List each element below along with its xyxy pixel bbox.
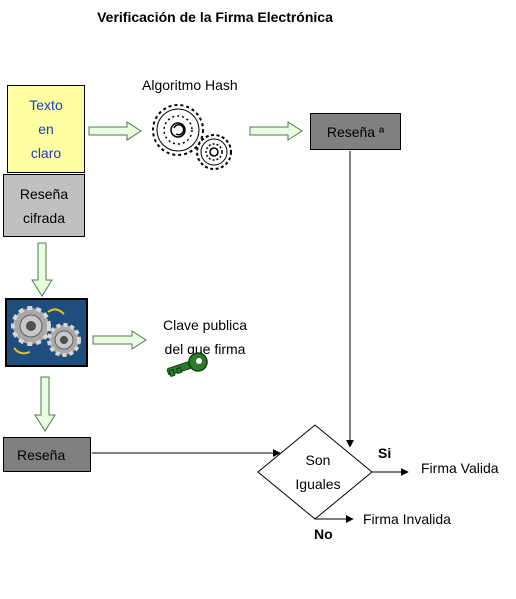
resena-label: Reseña <box>17 446 66 463</box>
no-label: No <box>314 526 333 542</box>
son-iguales-line-2: Iguales <box>295 476 341 492</box>
clave-publica-line-1: Clave publica <box>162 317 248 333</box>
resena-cifrada-line-2: cifrada <box>22 209 66 226</box>
resena-cifrada-line-1: Reseña <box>19 185 69 202</box>
block-arrow-gears-down <box>34 376 56 432</box>
resena-box: Reseña <box>3 437 91 472</box>
resena-cifrada-box: Reseña cifrada <box>3 174 85 237</box>
algoritmo-hash-label: Algoritmo Hash <box>142 77 238 93</box>
son-iguales-label: Son Iguales <box>278 448 358 496</box>
texto-claro-line-1: Texto <box>29 97 63 113</box>
resena-a-box: Reseña ª <box>310 113 401 150</box>
si-label: Si <box>378 445 392 461</box>
firma-valida-label: Firma Valida <box>421 460 499 476</box>
gears-icon <box>152 104 232 170</box>
texto-claro-line-2: en <box>38 121 54 137</box>
key-icon <box>166 352 208 378</box>
block-arrow-gears-to-clave <box>92 330 147 350</box>
diagram-title: Verificación de la Firma Electrónica <box>97 9 333 25</box>
clave-publica-line-2: del que firma <box>164 341 246 357</box>
firma-invalida-label: Firma Invalida <box>363 511 451 527</box>
block-arrow-texto-to-hash <box>88 121 142 141</box>
block-arrow-hash-to-resena <box>249 121 303 141</box>
texto-claro-box: Texto en claro <box>7 85 85 173</box>
block-arrow-cifrada-down <box>31 242 53 297</box>
clave-publica-label: Clave publica del que firma <box>152 313 258 361</box>
gears-box-icon <box>5 298 88 367</box>
texto-claro-line-3: claro <box>30 145 62 161</box>
resena-a-label: Reseña ª <box>326 123 385 140</box>
son-iguales-line-1: Son <box>305 452 331 468</box>
